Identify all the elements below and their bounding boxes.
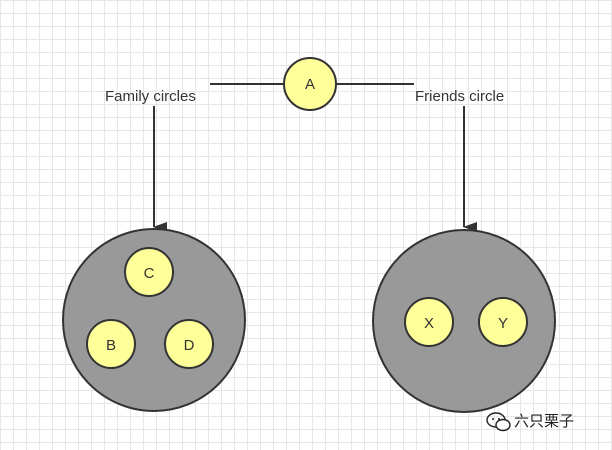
watermark-text: 六只栗子	[514, 412, 574, 430]
node-d: D	[164, 319, 214, 369]
node-b: B	[86, 319, 136, 369]
node-a: A	[283, 57, 337, 111]
wechat-icon	[486, 412, 511, 432]
node-b-label: B	[106, 337, 116, 354]
node-c: C	[124, 247, 174, 297]
friends-group: X Y	[372, 229, 556, 413]
node-x-label: X	[424, 315, 434, 332]
label-family-circles: Family circles	[105, 88, 196, 105]
node-d-label: D	[184, 337, 195, 354]
node-y: Y	[478, 297, 528, 347]
node-y-label: Y	[498, 315, 508, 332]
node-a-label: A	[305, 76, 315, 93]
node-x: X	[404, 297, 454, 347]
label-friends-circle: Friends circle	[415, 88, 504, 105]
family-group: C B D	[62, 228, 246, 412]
watermark: 六只栗子	[486, 412, 574, 432]
node-c-label: C	[144, 265, 155, 282]
